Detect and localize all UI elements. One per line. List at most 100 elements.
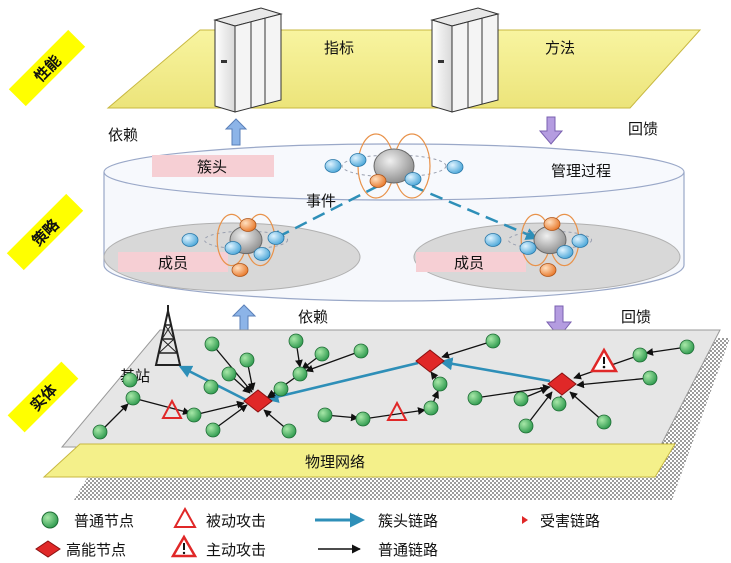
normal-node bbox=[288, 333, 304, 349]
feedback-label-bottom: 回馈 bbox=[621, 308, 651, 326]
normal-link bbox=[305, 350, 362, 373]
feedback-arrow-top bbox=[538, 116, 564, 145]
member-node-blue bbox=[519, 241, 537, 255]
event-label: 事件 bbox=[306, 192, 336, 210]
member-node-orange bbox=[539, 263, 557, 277]
normal-node bbox=[423, 400, 439, 416]
normal-node bbox=[92, 424, 108, 440]
high-energy-node bbox=[415, 349, 445, 373]
legend-passive-attack-icon bbox=[173, 506, 197, 528]
dependency-label-top: 依赖 bbox=[108, 126, 138, 144]
normal-link bbox=[474, 384, 551, 399]
normal-node bbox=[432, 376, 448, 392]
normal-node bbox=[642, 370, 658, 386]
normal-node bbox=[596, 414, 612, 430]
triangle-outline-icon bbox=[386, 400, 408, 421]
member-node-blue bbox=[253, 247, 271, 261]
member-node-orange bbox=[369, 174, 387, 188]
cluster-head-label: 簇头 bbox=[197, 158, 227, 176]
normal-node bbox=[632, 347, 648, 363]
normal-link bbox=[576, 377, 651, 389]
triangle-exclamation-icon bbox=[589, 347, 619, 373]
strategy-clusters bbox=[181, 133, 593, 277]
cluster-group bbox=[181, 213, 289, 277]
member-label-left: 成员 bbox=[158, 254, 188, 272]
antenna-tower-icon bbox=[154, 305, 182, 366]
performance-layer: 指标 方法 性能 bbox=[8, 7, 702, 113]
high-energy-nodes bbox=[243, 349, 577, 413]
legend-active-attack-icon bbox=[170, 534, 198, 558]
legend-damaged-link-icon bbox=[522, 516, 528, 524]
performance-plane bbox=[106, 29, 702, 109]
normal-node bbox=[355, 411, 371, 427]
member-node-blue bbox=[446, 160, 464, 174]
normal-link bbox=[132, 397, 191, 415]
normal-node bbox=[353, 343, 369, 359]
metric-label: 指标 bbox=[324, 39, 354, 57]
member-disc-left bbox=[103, 222, 361, 292]
member-node-blue bbox=[556, 245, 574, 259]
member-node-orange bbox=[543, 217, 561, 231]
member-node-blue bbox=[324, 159, 342, 173]
layer-tag-entity: 实体 bbox=[7, 361, 79, 433]
feedback-label-top: 回馈 bbox=[628, 120, 658, 138]
normal-node bbox=[122, 372, 138, 388]
strategy-layer: 簇头 管理过程 成员 成员 事件 策略 bbox=[6, 133, 685, 302]
normal-nodes bbox=[92, 333, 695, 440]
normal-link bbox=[193, 400, 245, 416]
member-node-blue bbox=[224, 241, 242, 255]
legend-normal-node-icon bbox=[41, 511, 59, 529]
legend: 普通节点 被动攻击 簇头链路 受害链路 高能节点 主动攻击 普通链路 bbox=[35, 506, 600, 559]
passive-attack-icons bbox=[161, 398, 408, 421]
entity-layer: 物理网络 基站 bbox=[7, 305, 730, 500]
normal-node bbox=[273, 381, 289, 397]
normal-node bbox=[203, 379, 219, 395]
cluster-hub-node bbox=[373, 148, 415, 184]
normal-node bbox=[239, 352, 255, 368]
normal-node bbox=[679, 339, 695, 355]
member-node-blue bbox=[571, 234, 589, 248]
high-energy-node bbox=[243, 389, 273, 413]
normal-node bbox=[467, 390, 483, 406]
normal-node bbox=[125, 390, 141, 406]
cluster-group bbox=[324, 133, 464, 199]
normal-node bbox=[317, 407, 333, 423]
normal-link bbox=[569, 391, 605, 423]
physical-network-label: 物理网络 bbox=[305, 453, 365, 471]
triangle-outline-icon bbox=[161, 398, 183, 419]
normal-node bbox=[281, 423, 297, 439]
legend-damaged-link-label: 受害链路 bbox=[540, 512, 600, 530]
legend-cluster-head-link-label: 簇头链路 bbox=[378, 512, 438, 530]
legend-active-attack-label: 主动攻击 bbox=[206, 541, 266, 559]
legend-high-energy-node-label: 高能节点 bbox=[66, 541, 126, 559]
member-highlight-right bbox=[416, 252, 526, 272]
legend-passive-attack-label: 被动攻击 bbox=[206, 512, 266, 530]
physical-network-slab bbox=[42, 443, 676, 478]
high-energy-node bbox=[547, 372, 577, 396]
normal-node bbox=[518, 418, 534, 434]
member-node-blue bbox=[181, 233, 199, 247]
cluster-head-highlight bbox=[152, 155, 274, 177]
normal-node bbox=[513, 391, 529, 407]
normal-node bbox=[186, 407, 202, 423]
normal-node bbox=[292, 366, 308, 382]
cluster-group bbox=[484, 213, 593, 277]
member-label-right: 成员 bbox=[454, 254, 484, 272]
management-process-label: 管理过程 bbox=[551, 162, 611, 180]
server-icon-metric bbox=[213, 7, 283, 113]
normal-node bbox=[204, 336, 220, 352]
member-node-blue bbox=[267, 231, 285, 245]
member-node-blue bbox=[404, 172, 422, 186]
normal-link bbox=[362, 407, 426, 420]
method-label: 方法 bbox=[545, 39, 575, 57]
legend-high-energy-node-icon bbox=[35, 540, 61, 558]
layer-tag-strategy: 策略 bbox=[6, 193, 84, 271]
server-icon-method bbox=[430, 7, 500, 113]
normal-node bbox=[314, 346, 330, 362]
member-highlight-left bbox=[118, 252, 228, 272]
normal-node bbox=[485, 333, 501, 349]
normal-node bbox=[205, 422, 221, 438]
member-node-orange bbox=[239, 218, 257, 232]
normal-link bbox=[441, 340, 494, 359]
